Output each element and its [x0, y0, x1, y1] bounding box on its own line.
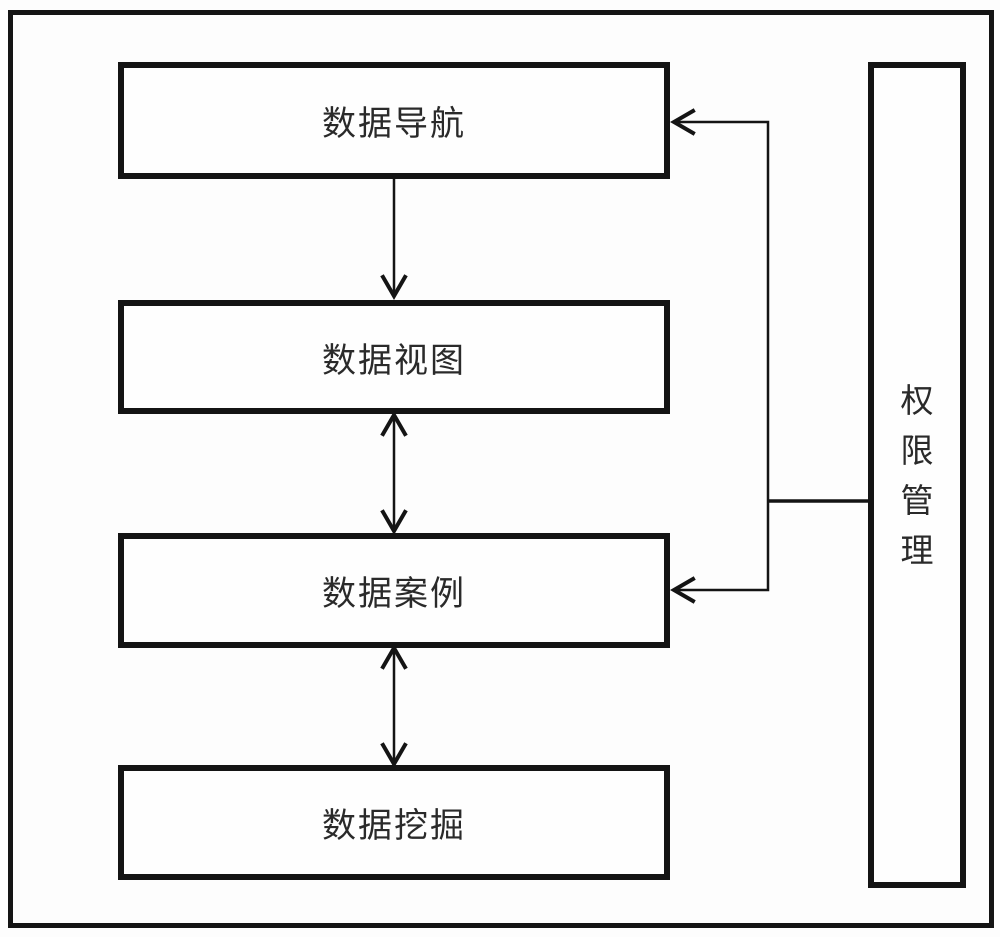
permission-label-char-2: 限 — [900, 431, 934, 469]
box-data-view: 数据视图 — [118, 300, 670, 414]
box-data-navigation-label: 数据导航 — [322, 105, 466, 143]
box-data-view-label: 数据视图 — [322, 341, 466, 380]
box-data-case-label: 数据案例 — [322, 575, 466, 613]
box-data-case: 数据案例 — [118, 533, 670, 648]
box-permission-management: 权 限 管 理 — [868, 62, 966, 888]
permission-label-char-3: 管 — [900, 481, 934, 519]
box-data-mining: 数据挖掘 — [118, 765, 670, 880]
box-data-navigation: 数据导航 — [118, 62, 670, 179]
outer-border — [8, 10, 994, 928]
box-data-mining-label: 数据挖掘 — [322, 807, 466, 845]
permission-label-char-4: 理 — [900, 531, 934, 569]
permission-label-char-1: 权 — [900, 381, 934, 419]
